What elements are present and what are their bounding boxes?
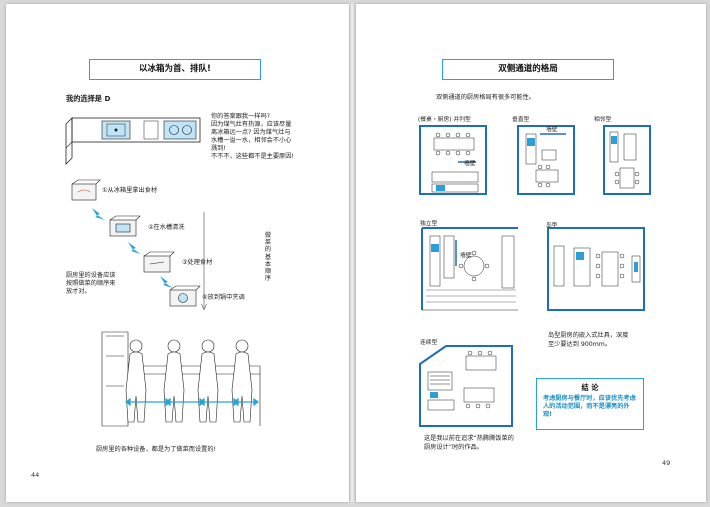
plan-note-vertical: 墙壁 <box>546 127 558 133</box>
step-3: ③处理食材 <box>182 259 213 266</box>
plan-island-type <box>547 227 645 311</box>
right-page-number: 49 <box>662 459 671 467</box>
bottom-caption: 厨房里的各种设备，都是为了做菜而设置的! <box>96 446 217 453</box>
choice-label: 我的选择是 D <box>66 94 111 103</box>
plan-label-independent: 独立型 <box>420 221 438 227</box>
left-page: 以冰箱为首、排队! 我的选择是 D 你的答案跟我一样吗? 因为煤气灶有热源，应该… <box>6 4 349 502</box>
plan-label-continuous: 连续型 <box>420 340 438 346</box>
right-subtitle: 双侧通道的厨房格局有很多可能性。 <box>436 94 535 101</box>
conclusion-heading: 结 论 <box>581 383 599 392</box>
plan-note-independent: 墙壁 <box>460 253 472 259</box>
side-note-1: 厨房里的设备应该 <box>66 272 116 279</box>
four-cooks-illustration <box>101 331 261 427</box>
step-4: ④放到锅中烹调 <box>202 294 245 301</box>
plan-parallel-type <box>419 125 487 195</box>
side-note-2: 按照做菜的顺序来 <box>66 280 116 287</box>
left-page-number: 44 <box>31 471 40 479</box>
plan-label-adjacent: 相邻型 <box>594 117 612 123</box>
conclusion-box: 结 论 考虑厨房与餐厅时，应该优先考虑人的活动范围，而不是漂亮的外观! <box>536 378 644 430</box>
step-2: ②在水槽清洗 <box>148 224 185 231</box>
work-note-2: 厨房设计”时的作品。 <box>424 444 483 451</box>
left-page-title: 以冰箱为首、排队! <box>89 59 261 80</box>
plan-vertical-type <box>517 125 575 195</box>
conclusion-body: 考虑厨房与餐厅时，应该优先考虑人的活动范围，而不是漂亮的外观! <box>543 395 636 419</box>
right-page: 双侧通道的格局 双侧通道的厨房格局有很多可能性。 (餐桌・厨房) 并列型 垂直型… <box>356 4 706 502</box>
kitchen-counter-illustration <box>65 117 201 165</box>
island-note-2: 至少要达到 900mm。 <box>548 341 611 348</box>
side-note-3: 放才对。 <box>66 288 91 295</box>
plan-adjacent-type <box>603 125 651 195</box>
cooking-steps-illustration <box>71 179 207 311</box>
plan-continuous-type <box>419 345 513 427</box>
plan-note-parallel: 墙壁 <box>464 161 476 167</box>
step-1: ①从冰箱里拿出食材 <box>102 187 158 194</box>
book-gutter <box>349 4 356 502</box>
plan-independent-type <box>421 227 518 311</box>
plan-label-parallel: (餐桌・厨房) 并列型 <box>418 117 471 123</box>
plan-label-island: 岛型 <box>546 223 558 229</box>
island-note-1: 岛型厨房的嵌入式灶具，深度 <box>548 332 629 339</box>
work-note-1: 这是我以前在追求“热腾腾饭菜的 <box>424 435 514 442</box>
cooking-order-vertical-note: 做菜的基本顺序 <box>264 232 272 283</box>
right-page-title: 双侧通道的格局 <box>442 59 614 80</box>
plan-label-vertical: 垂直型 <box>512 117 530 123</box>
